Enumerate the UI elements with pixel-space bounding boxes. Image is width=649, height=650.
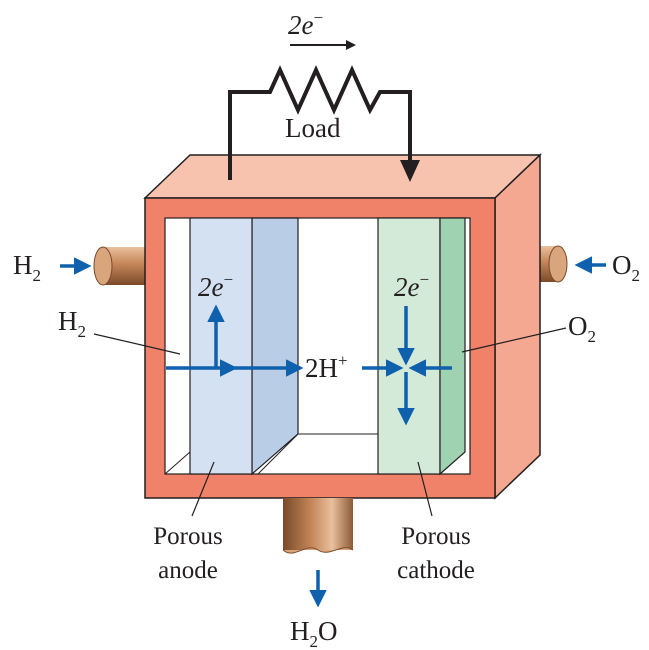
o2-inlet-label: O2	[612, 250, 640, 285]
anode-label-line1: Porous	[153, 523, 222, 550]
water-outlet-pipe	[282, 498, 354, 554]
case-side-face	[494, 153, 541, 500]
h2-inlet-label: H2	[13, 250, 41, 285]
electron-flow-label: 2e−	[288, 8, 323, 40]
h2-pointer-label: H2	[58, 306, 86, 341]
anode-label-line2: anode	[158, 557, 218, 584]
cathode-electron-label: 2e−	[394, 270, 429, 302]
water-outlet-label: H2O	[290, 616, 338, 650]
h2-inlet-pipe	[93, 246, 148, 286]
cathode-label-line2: cathode	[397, 557, 475, 584]
external-circuit-wire	[228, 65, 420, 182]
reaction-arrows	[60, 256, 606, 608]
cathode-label-line1: Porous	[401, 523, 470, 550]
porous-cathode	[377, 217, 466, 476]
o2-pointer-label: O2	[568, 311, 596, 346]
leader-lines	[93, 327, 567, 517]
anode-electron-label: 2e−	[198, 270, 233, 302]
porous-anode	[189, 217, 299, 476]
load-label: Load	[285, 113, 341, 143]
case-top-face	[143, 154, 542, 199]
proton-label: 2H+	[305, 351, 348, 383]
